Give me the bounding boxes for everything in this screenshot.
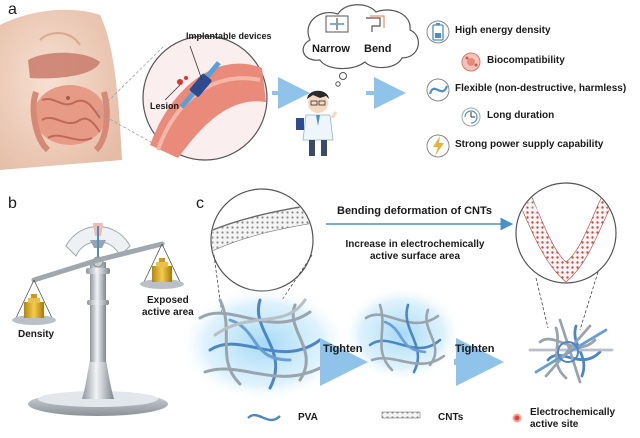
exposed-active-area-label: Exposed active area [142,295,194,318]
fiber-network-tight [364,303,446,374]
cnt-straight-closeup [210,188,314,292]
legend-cnts: CNTs [438,412,464,423]
balance-scale [12,223,184,416]
implantable-devices-label: Implantable devices [186,31,272,41]
bend-label: Bend [364,43,392,55]
density-label: Density [18,329,55,340]
legend-active-site: Electrochemically active site [530,407,616,430]
fiber-network-loose [198,298,322,390]
increase-surface-label: Increase in electrochemically active sur… [345,239,485,262]
tighten-label-1: Tighten [323,343,363,355]
tighten-label-2: Tighten [455,343,495,355]
lesion-label: Lesion [150,101,180,111]
torso-illustration [0,9,122,170]
panel-label-a: a [8,1,17,18]
legend-pva: PVA [298,412,318,423]
thought-cloud [302,4,419,87]
active-site-legend-icon [512,413,522,423]
bending-deformation-label: Bending deformation of CNTs [337,205,493,217]
narrow-label: Narrow [312,43,350,55]
cnt-legend-icon [381,411,421,419]
panel-label-b: b [8,195,17,212]
panel-label-c: c [196,195,204,212]
pva-legend-icon [247,413,281,422]
feature-biocompatibility: Biocompatibility [487,55,565,66]
intestine-closeup [142,35,268,161]
feature-high-energy-density: High energy density [455,25,551,36]
feature-flexible: Flexible (non-destructive, harmless) [455,83,627,94]
cnt-bent-closeup [515,182,617,284]
feature-strong-power: Strong power supply capability [455,139,604,150]
thinking-person [296,90,338,156]
fiber-network-tightest [528,318,614,384]
feature-icons [426,20,481,158]
feature-long-duration: Long duration [487,110,555,121]
